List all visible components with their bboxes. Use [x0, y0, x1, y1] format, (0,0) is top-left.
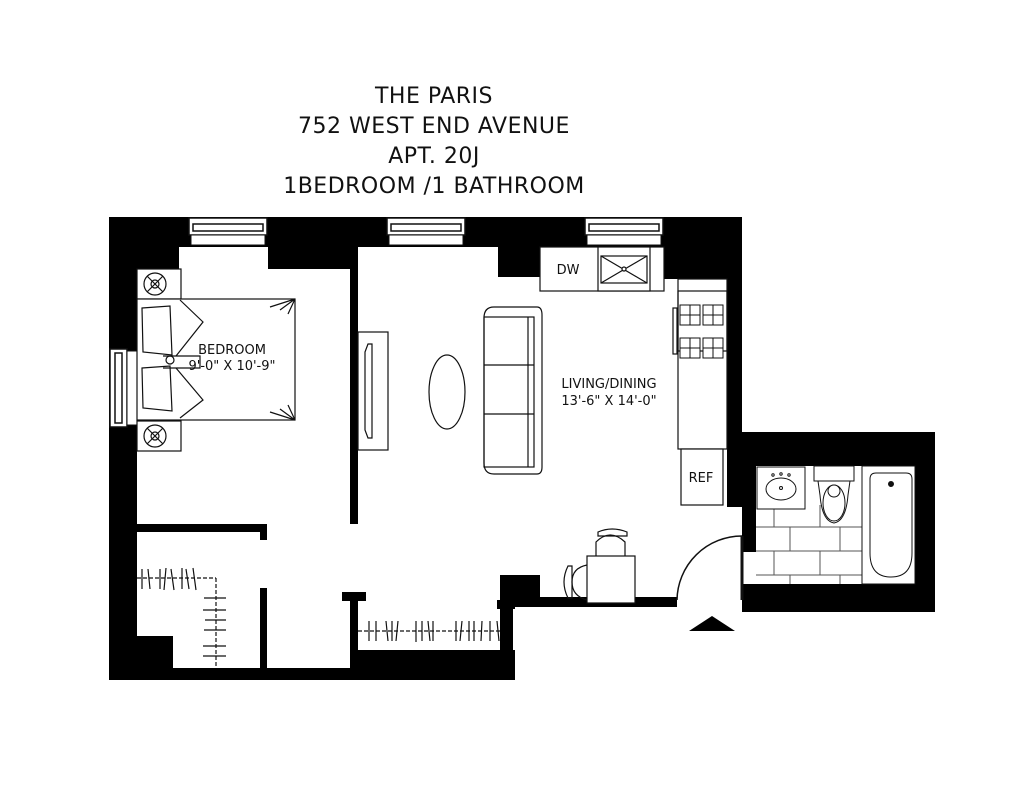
- windows: [109, 217, 664, 428]
- stove-burners: [679, 304, 724, 359]
- plan-title-block: THE PARIS 752 WEST END AVENUE APT. 20J 1…: [0, 82, 868, 202]
- nightstand-top: [136, 268, 182, 300]
- bedroom-dimensions: 9'-0" X 10'-9": [188, 359, 275, 374]
- building-address: 752 WEST END AVENUE: [298, 114, 570, 139]
- toilet: [813, 465, 855, 524]
- unit-layout: 1BEDROOM /1 BATHROOM: [283, 174, 585, 199]
- tile-floor: [756, 505, 862, 584]
- nightstand-bottom: [136, 420, 182, 452]
- bedroom-label: BEDROOM: [198, 343, 266, 358]
- dining-table: [563, 528, 636, 604]
- coffee-table: [428, 354, 466, 430]
- dishwasher-label: DW: [557, 263, 580, 278]
- building-name: THE PARIS: [374, 84, 494, 109]
- bathroom-sink: [756, 466, 806, 510]
- apartment-number: APT. 20J: [388, 144, 480, 169]
- bathtub: [861, 465, 916, 585]
- tv-console: [357, 331, 389, 451]
- refrigerator: [680, 448, 724, 506]
- entry-door: [676, 535, 744, 601]
- bed: [136, 298, 296, 421]
- window-bedroom-side: [109, 348, 138, 428]
- bedroom-furniture: [136, 268, 636, 604]
- window-kitchen-top: [584, 217, 664, 246]
- window-bedroom-top: [188, 217, 268, 246]
- refrigerator-label: REF: [689, 471, 714, 486]
- window-living-top: [386, 217, 466, 246]
- kitchen: [539, 246, 728, 506]
- living-label: LIVING/DINING: [561, 377, 656, 392]
- walls: [109, 217, 935, 680]
- closet-rods: [137, 567, 500, 668]
- sofa: [483, 306, 543, 475]
- bathroom: [756, 465, 916, 585]
- living-dimensions: 13'-6" X 14'-0": [561, 394, 656, 409]
- entry-arrow-icon: [689, 616, 735, 631]
